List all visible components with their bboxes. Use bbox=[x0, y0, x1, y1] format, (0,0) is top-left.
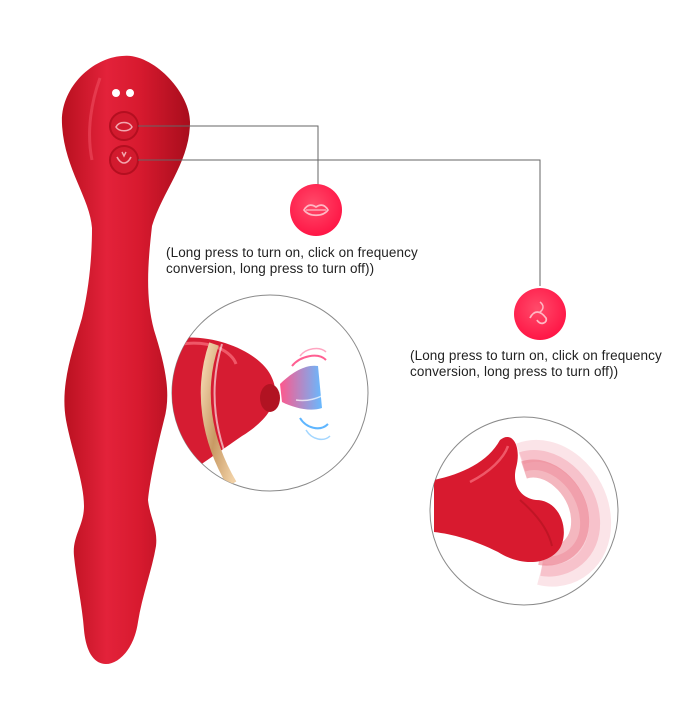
caption-line: conversion, long press to turn off)) bbox=[410, 364, 619, 379]
flapping-detail bbox=[429, 416, 619, 606]
caption-line: (Long press to turn on, click on frequen… bbox=[166, 245, 418, 260]
callout-caption-2: (Long press to turn on, click on frequen… bbox=[410, 348, 662, 380]
device-body bbox=[61, 55, 190, 664]
device-button-top[interactable] bbox=[109, 111, 139, 141]
suction-detail bbox=[171, 294, 369, 492]
lips-icon bbox=[290, 184, 342, 236]
flapping-motion bbox=[516, 439, 612, 587]
caption-line: conversion, long press to turn off)) bbox=[166, 261, 375, 276]
indicator-lights bbox=[112, 89, 134, 97]
callout-caption-1: (Long press to turn on, click on frequen… bbox=[166, 245, 418, 277]
leader-lines bbox=[138, 125, 541, 286]
caption-line: (Long press to turn on, click on frequen… bbox=[410, 348, 662, 363]
tongue-wave-icon bbox=[514, 288, 566, 340]
suction-wave-icon bbox=[280, 347, 331, 441]
device-button-bottom[interactable] bbox=[109, 145, 139, 175]
